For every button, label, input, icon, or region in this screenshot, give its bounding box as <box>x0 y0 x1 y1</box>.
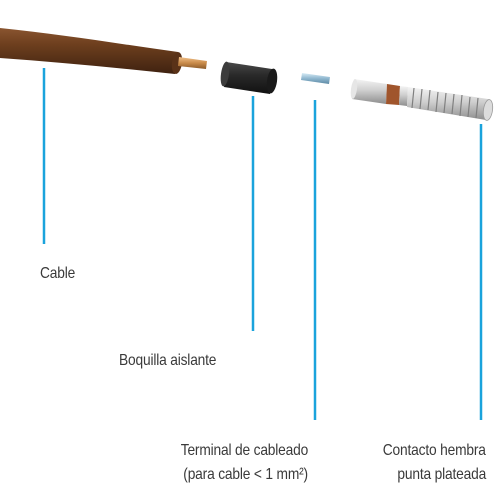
insulating-ferrule-illustration <box>220 61 278 94</box>
contacto-label-line1: Contacto hembra <box>383 442 486 459</box>
cable-illustration <box>0 28 207 74</box>
boquilla-label: Boquilla aislante <box>119 352 217 369</box>
contacto-label-line2: punta plateada <box>397 466 486 483</box>
wiring-terminal-illustration <box>301 73 330 84</box>
terminal-label-line1: Terminal de cableado <box>180 442 309 459</box>
female-contact-illustration <box>350 79 494 121</box>
cable-label: Cable <box>40 265 76 282</box>
terminal-label-line2: (para cable < 1 mm²) <box>183 466 308 483</box>
